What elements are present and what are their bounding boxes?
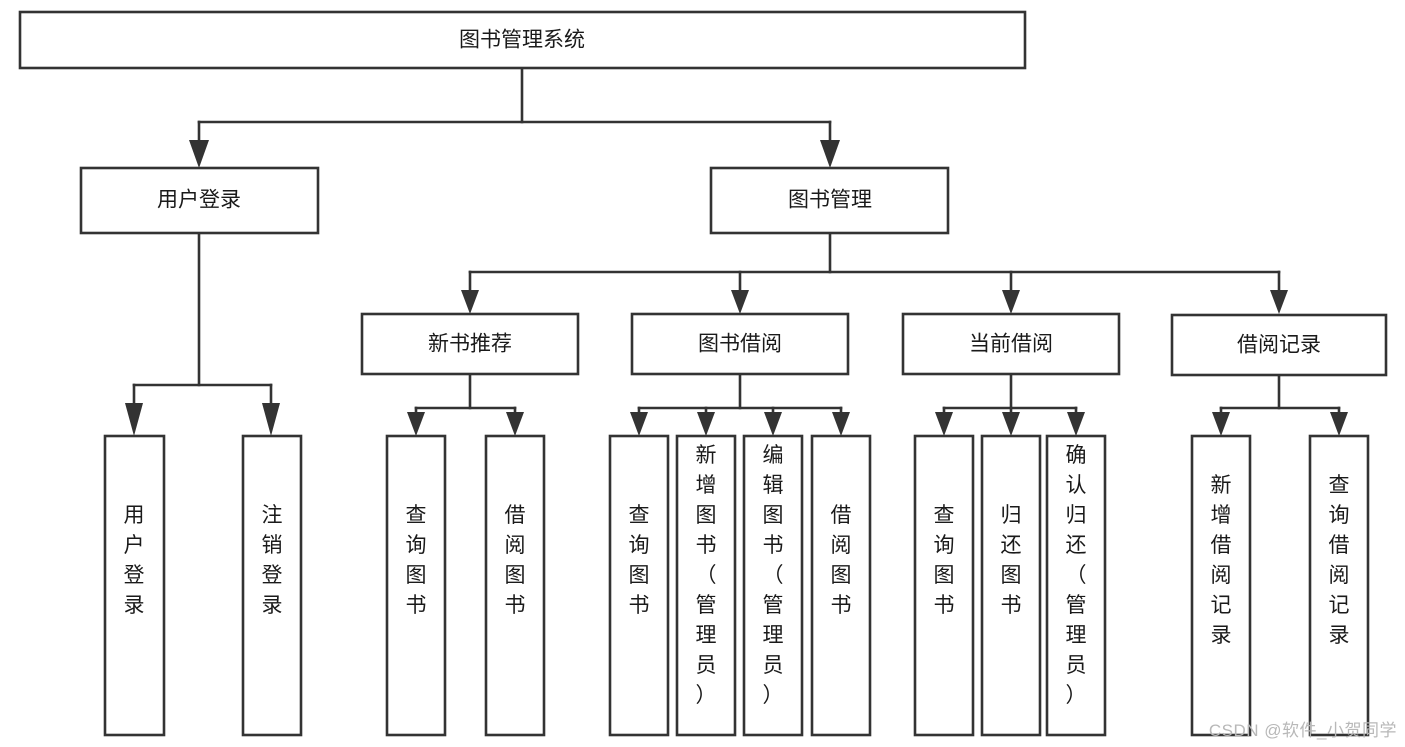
arrow-to-borrow-record bbox=[1270, 290, 1288, 314]
connector-group-borrow-record bbox=[1212, 373, 1348, 436]
leaf-add-borrow-record-box[interactable] bbox=[1190, 434, 1252, 737]
connector-group-book-borrow bbox=[630, 372, 850, 436]
node-root-box[interactable] bbox=[18, 10, 1027, 70]
csdn-watermark: CSDN @软件_小贺同学 bbox=[1208, 721, 1397, 740]
arrow-to-book-borrow bbox=[731, 290, 749, 314]
connector-group-new-book-recommend bbox=[407, 372, 524, 436]
arrow-to-leaf-user-login bbox=[125, 403, 143, 436]
node-current-borrow-label: 当前借阅 bbox=[969, 333, 1053, 356]
arrow-to-new-book-recommend bbox=[461, 290, 479, 314]
arrow-to-leaf-add-borrow-record bbox=[1212, 412, 1230, 436]
leaf-user-login-label: 用户登录 bbox=[124, 504, 145, 617]
leaf-edit-book-admin[interactable]: 编辑图书（管理员） bbox=[742, 434, 804, 737]
arrow-to-leaf-return-book bbox=[1002, 412, 1020, 436]
arrow-to-leaf-borrow-book-1 bbox=[506, 412, 524, 436]
node-user-login-box[interactable] bbox=[79, 166, 320, 235]
arrow-to-leaf-user-logout bbox=[262, 403, 280, 436]
leaf-borrow-book-2-label: 借阅图书 bbox=[831, 504, 852, 617]
leaf-add-borrow-record[interactable]: 新增借阅记录 bbox=[1190, 434, 1252, 737]
arrow-to-leaf-query-book-2 bbox=[630, 412, 648, 436]
leaf-query-book-2-box[interactable] bbox=[608, 434, 670, 737]
leaf-confirm-return-admin-label: 确认归还（管理员） bbox=[1066, 444, 1087, 707]
leaf-user-login-box[interactable] bbox=[103, 434, 166, 737]
leaf-query-book-2-label: 查询图书 bbox=[629, 504, 650, 617]
arrow-to-current-borrow bbox=[1002, 290, 1020, 314]
node-book-management[interactable]: 图书管理 bbox=[709, 166, 950, 235]
arrow-to-leaf-query-book-1 bbox=[407, 412, 425, 436]
leaf-user-logout-label: 注销登录 bbox=[262, 504, 283, 617]
leaf-return-book[interactable]: 归还图书 bbox=[980, 434, 1042, 737]
leaf-query-book-3-label: 查询图书 bbox=[934, 504, 955, 617]
node-new-book-recommend-box[interactable] bbox=[360, 312, 580, 376]
arrow-to-leaf-add-book-admin bbox=[697, 412, 715, 436]
connector-group-root bbox=[189, 66, 840, 168]
node-book-management-box[interactable] bbox=[709, 166, 950, 235]
node-current-borrow-box[interactable] bbox=[901, 312, 1121, 376]
leaf-edit-book-admin-box[interactable] bbox=[742, 434, 804, 737]
node-book-management-label: 图书管理 bbox=[788, 189, 872, 212]
leaf-query-book-1-box[interactable] bbox=[385, 434, 447, 737]
node-book-borrow-label: 图书借阅 bbox=[698, 333, 782, 356]
leaf-borrow-book-1-label: 借阅图书 bbox=[505, 504, 526, 617]
leaf-user-logout[interactable]: 注销登录 bbox=[241, 434, 303, 737]
leaf-query-book-3-box[interactable] bbox=[913, 434, 975, 737]
leaf-query-borrow-record-label: 查询借阅记录 bbox=[1329, 474, 1350, 647]
leaf-add-borrow-record-label: 新增借阅记录 bbox=[1211, 474, 1232, 647]
leaf-add-book-admin-label: 新增图书（管理员） bbox=[696, 444, 717, 707]
leaf-add-book-admin-box[interactable] bbox=[675, 434, 737, 737]
node-root-label: 图书管理系统 bbox=[459, 29, 585, 52]
leaf-borrow-book-1-box[interactable] bbox=[484, 434, 546, 737]
node-book-borrow[interactable]: 图书借阅 bbox=[630, 312, 850, 376]
node-borrow-record-label: 借阅记录 bbox=[1237, 334, 1321, 357]
leaf-confirm-return-admin-box[interactable] bbox=[1045, 434, 1107, 737]
arrow-to-leaf-query-book-3 bbox=[935, 412, 953, 436]
leaf-query-book-1-label: 查询图书 bbox=[406, 504, 427, 617]
leaf-return-book-box[interactable] bbox=[980, 434, 1042, 737]
node-new-book-recommend[interactable]: 新书推荐 bbox=[360, 312, 580, 376]
arrow-root-to-book-management bbox=[820, 140, 840, 168]
node-user-login[interactable]: 用户登录 bbox=[79, 166, 320, 235]
node-current-borrow[interactable]: 当前借阅 bbox=[901, 312, 1121, 376]
node-user-login-label: 用户登录 bbox=[157, 189, 241, 212]
leaf-query-book-2[interactable]: 查询图书 bbox=[608, 434, 670, 737]
arrow-to-leaf-confirm-return-admin bbox=[1067, 412, 1085, 436]
leaf-add-book-admin[interactable]: 新增图书（管理员） bbox=[675, 434, 737, 737]
leaf-query-book-1[interactable]: 查询图书 bbox=[385, 434, 447, 737]
arrow-to-leaf-query-borrow-record bbox=[1330, 412, 1348, 436]
leaf-user-login[interactable]: 用户登录 bbox=[103, 434, 166, 737]
connector-group-book-management bbox=[461, 231, 1288, 314]
node-borrow-record[interactable]: 借阅记录 bbox=[1170, 313, 1388, 377]
node-borrow-record-box[interactable] bbox=[1170, 313, 1388, 377]
arrow-to-leaf-edit-book-admin bbox=[764, 412, 782, 436]
leaf-borrow-book-2[interactable]: 借阅图书 bbox=[810, 434, 872, 737]
leaf-edit-book-admin-label: 编辑图书（管理员） bbox=[763, 444, 784, 707]
leaf-borrow-book-1[interactable]: 借阅图书 bbox=[484, 434, 546, 737]
node-new-book-recommend-label: 新书推荐 bbox=[428, 333, 512, 356]
arrow-root-to-user-login bbox=[189, 140, 209, 168]
leaf-borrow-book-2-box[interactable] bbox=[810, 434, 872, 737]
arrow-to-leaf-borrow-book-2 bbox=[832, 412, 850, 436]
leaf-query-borrow-record-box[interactable] bbox=[1308, 434, 1370, 737]
leaf-user-logout-box[interactable] bbox=[241, 434, 303, 737]
connector-group-current-borrow bbox=[935, 372, 1085, 436]
leaf-query-book-3[interactable]: 查询图书 bbox=[913, 434, 975, 737]
node-book-borrow-box[interactable] bbox=[630, 312, 850, 376]
connector-group-user-login bbox=[125, 231, 280, 436]
node-root[interactable]: 图书管理系统 bbox=[18, 10, 1027, 70]
leaf-confirm-return-admin[interactable]: 确认归还（管理员） bbox=[1045, 434, 1107, 737]
leaf-query-borrow-record[interactable]: 查询借阅记录 bbox=[1308, 434, 1370, 737]
leaf-return-book-label: 归还图书 bbox=[1001, 504, 1022, 617]
